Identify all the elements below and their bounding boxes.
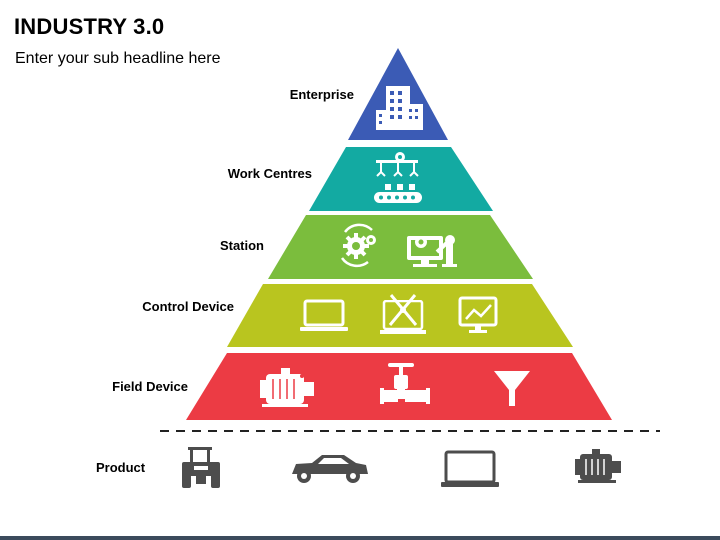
- pipe-valve-icon: [380, 363, 430, 404]
- bottom-bar: [0, 536, 720, 540]
- level-label-control-device: Control Device: [142, 299, 234, 314]
- funnel-filter-icon: [494, 371, 530, 406]
- tier-work-centres: [309, 147, 493, 211]
- laptop-icon: [441, 450, 499, 487]
- car-icon: [292, 455, 368, 483]
- gears-cycle-icon: [340, 223, 376, 268]
- tier-control-device: [227, 284, 573, 347]
- motor-icon: [575, 449, 621, 483]
- laptop-icon: [300, 299, 348, 331]
- level-label-enterprise: Enterprise: [289, 87, 354, 102]
- robotic-assembly-line-icon: [374, 152, 422, 203]
- level-label-station: Station: [219, 238, 264, 253]
- level-label-work-centres: Work Centres: [227, 166, 312, 181]
- laptop-tools-icon: [380, 294, 426, 334]
- product-label: Product: [96, 460, 146, 475]
- page-subtitle: Enter your sub headline here: [15, 50, 221, 67]
- electric-motor-icon: [260, 368, 314, 407]
- level-label-field-device: Field Device: [112, 379, 188, 394]
- computer-robot-arm-icon: [407, 235, 457, 267]
- monitor-chart-icon: [458, 296, 498, 333]
- tier-station: [268, 215, 533, 279]
- page-title: INDUSTRY 3.0: [14, 14, 165, 39]
- tractor-icon: [182, 447, 220, 488]
- office-building-icon: [376, 86, 423, 130]
